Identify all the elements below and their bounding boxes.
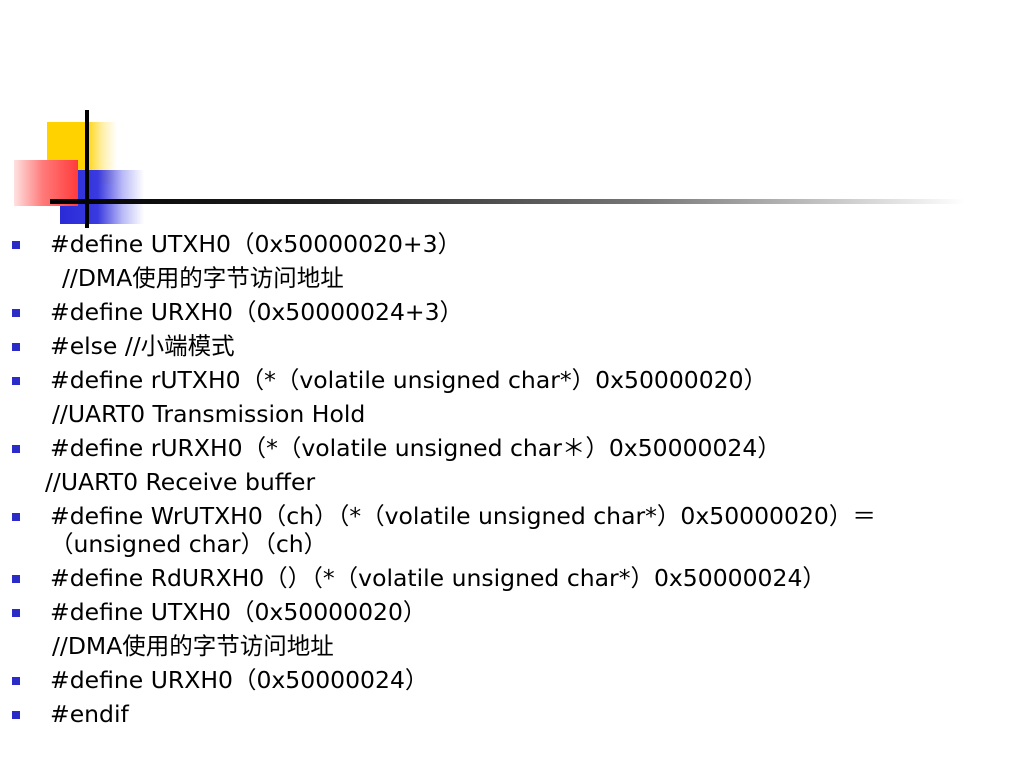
comment-text: //UART0 Receive buffer bbox=[45, 468, 316, 496]
code-text: #else //小端模式 bbox=[50, 332, 235, 360]
code-text: #define rUTXH0（*（volatile unsigned char*… bbox=[50, 366, 768, 394]
bullet-icon bbox=[12, 445, 20, 453]
code-text: #endif bbox=[50, 700, 129, 728]
code-text: #define rURXH0（*（volatile unsigned char＊… bbox=[50, 434, 781, 462]
code-text: #define URXH0（0x50000024+3） bbox=[50, 298, 464, 326]
comment-text: //DMA使用的字节访问地址 bbox=[52, 632, 334, 660]
bullet-icon bbox=[12, 677, 20, 685]
comment-text: //DMA使用的字节访问地址 bbox=[62, 264, 344, 292]
bullet-icon bbox=[12, 377, 20, 385]
bullet-icon bbox=[12, 575, 20, 583]
bullet-icon bbox=[12, 711, 20, 719]
code-text: #define URXH0（0x50000024） bbox=[50, 666, 429, 694]
code-text: （unsigned char）（ch） bbox=[50, 530, 328, 558]
decor-vertical-line bbox=[85, 110, 89, 228]
code-text: #define UTXH0（0x50000020+3） bbox=[50, 230, 462, 258]
bullet-icon bbox=[12, 513, 20, 521]
bullet-icon bbox=[12, 309, 20, 317]
bullet-icon bbox=[12, 241, 20, 249]
bullet-icon bbox=[12, 343, 20, 351]
code-text: #define WrUTXH0（ch）（*（volatile unsigned … bbox=[50, 502, 876, 530]
decor-horizontal-rule bbox=[50, 199, 965, 204]
decor-red-square bbox=[14, 160, 78, 206]
comment-text: //UART0 Transmission Hold bbox=[52, 400, 366, 428]
bullet-icon bbox=[12, 609, 20, 617]
code-text: #define RdURXH0（）（*（volatile unsigned ch… bbox=[50, 564, 826, 592]
code-text: #define UTXH0（0x50000020） bbox=[50, 598, 427, 626]
